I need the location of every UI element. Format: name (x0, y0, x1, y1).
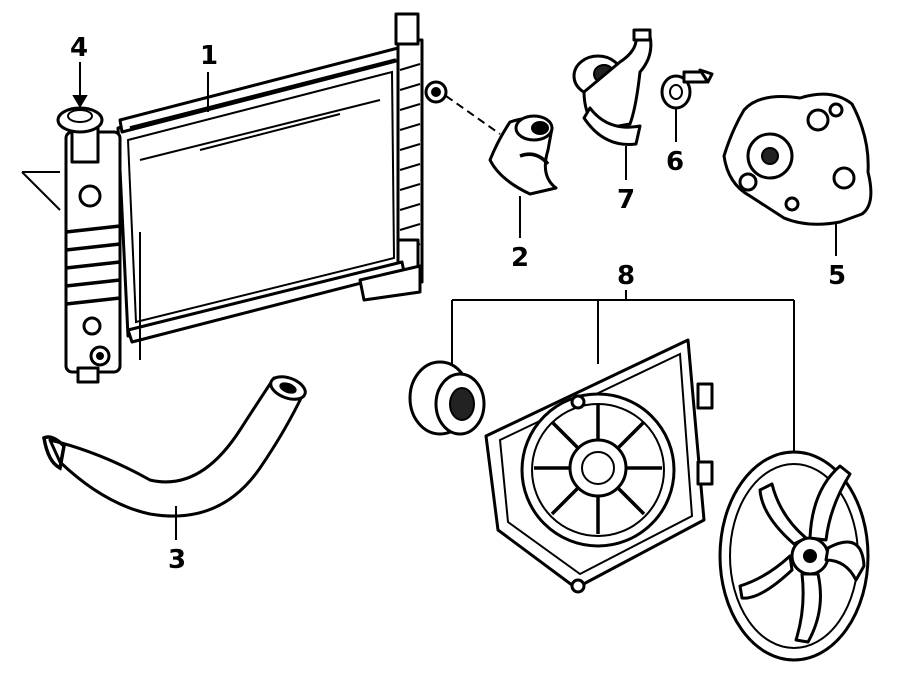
radiator (21, 12, 448, 384)
radiator-cap (56, 106, 104, 134)
callout-7: 7 (617, 146, 635, 215)
callout-label-6: 6 (666, 147, 684, 177)
left-tank-ribs (65, 224, 121, 306)
callout-label-5: 5 (828, 261, 846, 291)
callout-4: 4 (70, 33, 88, 108)
fan-shroud (484, 338, 714, 594)
fan-assembly (408, 338, 870, 662)
shroud-struts (534, 404, 662, 534)
thermostat-housing (572, 28, 653, 146)
callout-label-4: 4 (70, 33, 88, 63)
callout-label-7: 7 (617, 185, 635, 215)
callout-2: 2 (511, 196, 529, 273)
callout-1: 1 (200, 41, 218, 112)
water-pump (722, 92, 873, 226)
fan-motor (408, 360, 486, 436)
callout-label-8: 8 (617, 261, 635, 291)
lower-hose (42, 375, 307, 518)
callout-label-2: 2 (511, 243, 529, 273)
callout-label-3: 3 (168, 545, 186, 575)
callout-5: 5 (828, 222, 846, 291)
callout-8: 8 (451, 261, 795, 452)
thermostat (660, 68, 714, 110)
callout-label-1: 1 (200, 41, 218, 71)
callout-6: 6 (666, 108, 684, 177)
callout-3: 3 (168, 506, 186, 575)
fan-blade (718, 450, 870, 662)
upper-hose (445, 95, 558, 196)
